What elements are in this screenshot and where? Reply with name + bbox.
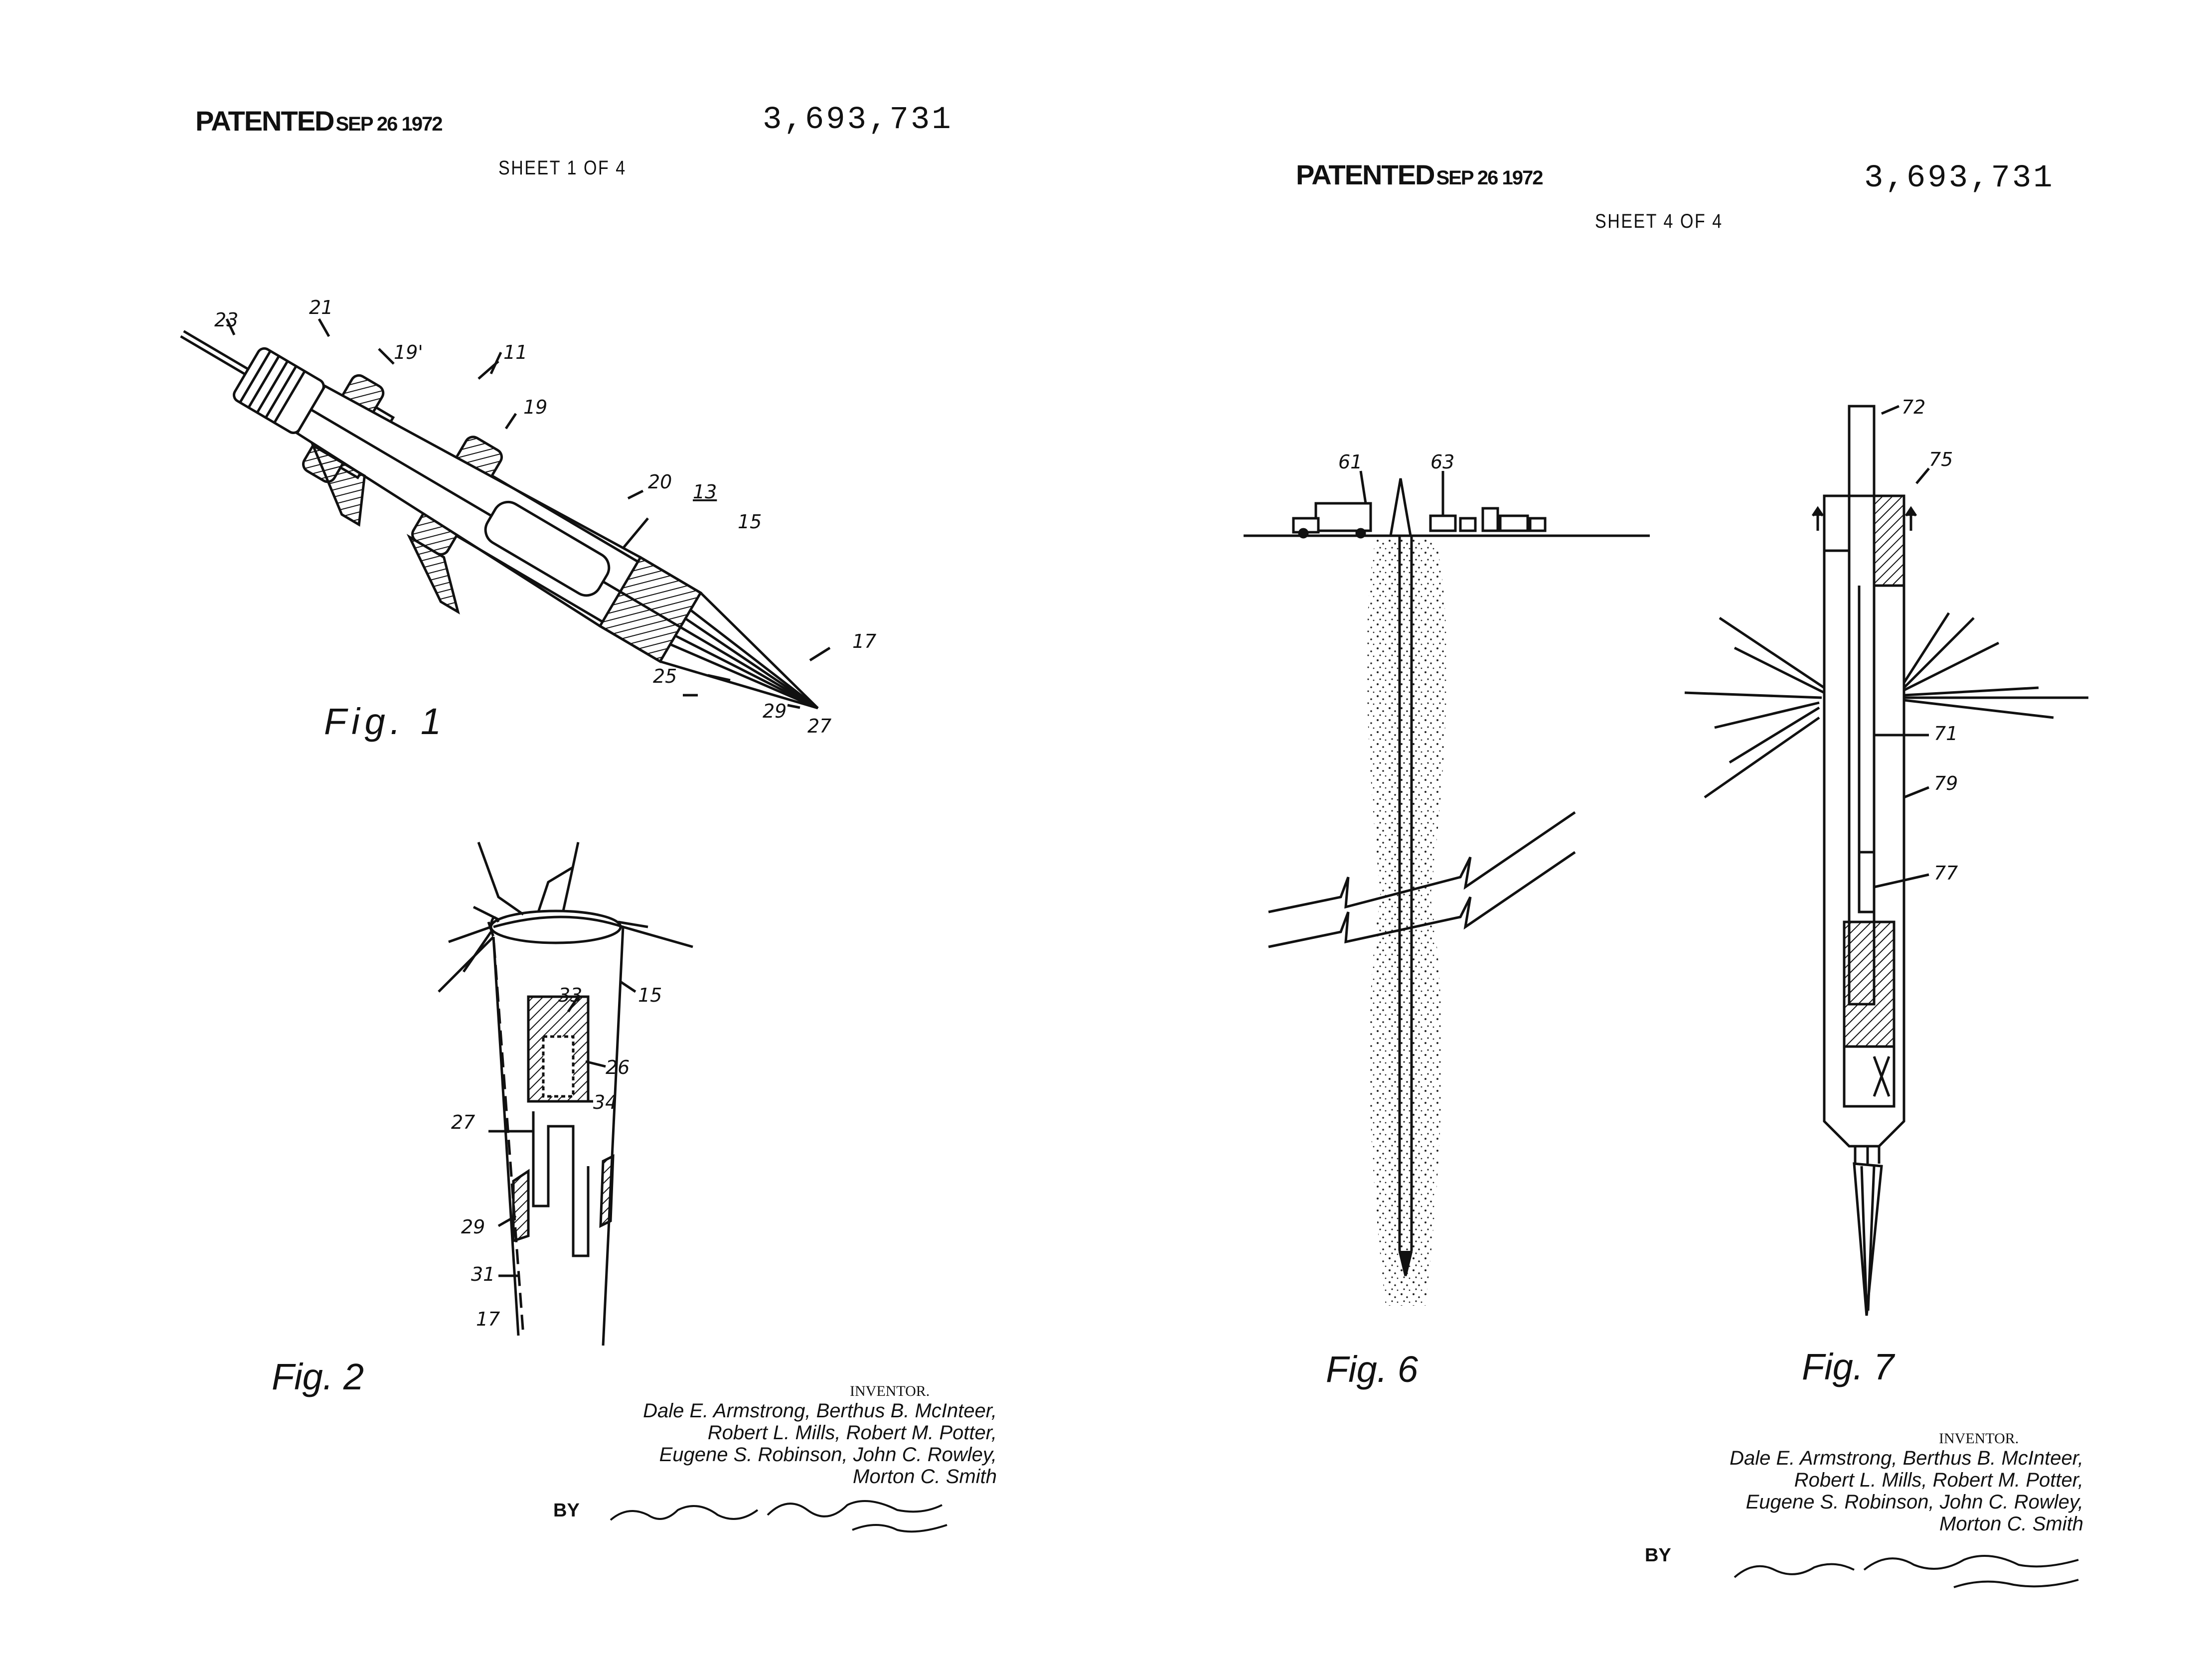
fig1-ref-17: 17 xyxy=(852,630,876,652)
fig6-drawing xyxy=(1244,470,1650,1306)
fig7-drawing xyxy=(1684,405,2088,1316)
fig7-ref-79: 79 xyxy=(1934,772,1958,794)
fig1-label: Fig. 1 xyxy=(324,701,447,742)
fig7-ref-72: 72 xyxy=(1901,396,1925,418)
fig1-ref-21: 21 xyxy=(309,297,333,318)
right-inventor-block: INVENTOR. Dale E. Armstrong, Berthus B. … xyxy=(1585,1430,2083,1535)
right-by-label: BY xyxy=(1645,1545,1671,1566)
fig1-ref-19: 19 xyxy=(523,396,547,418)
left-by-label: BY xyxy=(553,1500,580,1521)
fig7-ref-71: 71 xyxy=(1934,723,1958,745)
right-inventor-line-3: Eugene S. Robinson, John C. Rowley, xyxy=(1745,1491,2083,1513)
fig7-label: Fig. 7 xyxy=(1802,1346,1895,1387)
fig2-ref-17: 17 xyxy=(476,1308,500,1330)
left-inventor-line-2: Robert L. Mills, Robert M. Potter, xyxy=(707,1422,997,1444)
right-signature xyxy=(1734,1555,2079,1588)
fig7-ref-77: 77 xyxy=(1934,862,1958,884)
fig2-reference-numerals: 15 33 26 34 27 29 31 17 xyxy=(451,984,662,1330)
fig2-ref-29: 29 xyxy=(461,1216,485,1238)
fig1-ref-19prime: 19' xyxy=(394,341,423,363)
fig1-ref-29: 29 xyxy=(763,700,787,722)
fig6-reference-numerals: 61 63 xyxy=(1338,451,1454,473)
fig1-reference-numerals: 23 21 19' 11 19 20 13 15 17 25 29 27 xyxy=(214,297,876,737)
right-sheet-number: SHEET 4 OF 4 xyxy=(1595,210,1723,232)
fig2-ref-15: 15 xyxy=(638,984,662,1006)
fig2-ref-31: 31 xyxy=(471,1263,495,1285)
left-patent-date: SEP 26 1972 xyxy=(335,113,443,135)
left-inventor-line-4: Morton C. Smith xyxy=(853,1466,997,1488)
fig7-ref-75: 75 xyxy=(1929,449,1953,470)
left-patent-number: 3,693,731 xyxy=(763,102,953,138)
fig1-ref-25: 25 xyxy=(653,665,677,687)
left-inventor-line-3: Eugene S. Robinson, John C. Rowley, xyxy=(659,1444,997,1466)
fig6-label: Fig. 6 xyxy=(1326,1349,1419,1390)
fig1-ref-20: 20 xyxy=(648,471,672,493)
right-patent-number: 3,693,731 xyxy=(1864,160,2054,196)
right-inventor-names: Dale E. Armstrong, Berthus B. McInteer, … xyxy=(1585,1447,2083,1535)
right-inventor-heading: INVENTOR. xyxy=(1939,1430,2019,1447)
fig1-ref-13: 13 xyxy=(693,481,717,503)
fig1-ref-11: 11 xyxy=(503,341,527,363)
left-signature xyxy=(610,1500,948,1533)
left-inventor-names: Dale E. Armstrong, Berthus B. McInteer, … xyxy=(498,1400,997,1488)
right-inventor-line-1: Dale E. Armstrong, Berthus B. McInteer, xyxy=(1730,1447,2083,1469)
fig2-ref-26: 26 xyxy=(606,1056,630,1078)
fig1-drawing xyxy=(180,318,831,710)
fig1-ref-15: 15 xyxy=(738,511,762,533)
left-inventor-block: INVENTOR. Dale E. Armstrong, Berthus B. … xyxy=(498,1383,997,1488)
fig1-ref-27: 27 xyxy=(807,715,831,737)
left-inventor-heading: INVENTOR. xyxy=(850,1383,930,1399)
left-sheet-number: SHEET 1 OF 4 xyxy=(498,157,627,179)
fig6-ref-61: 61 xyxy=(1338,451,1362,473)
fig2-label: Fig. 2 xyxy=(272,1356,364,1397)
fig2-drawing xyxy=(438,842,693,1346)
right-inventor-line-4: Morton C. Smith xyxy=(1939,1513,2083,1535)
right-patent-date: SEP 26 1972 xyxy=(1436,167,1543,189)
fig6-ref-63: 63 xyxy=(1430,451,1454,473)
right-patented-word: PATENTED xyxy=(1296,159,1435,190)
fig1-ref-23: 23 xyxy=(214,309,238,331)
fig2-ref-34: 34 xyxy=(593,1091,617,1113)
left-patented-word: PATENTED xyxy=(195,105,334,137)
left-inventor-line-1: Dale E. Armstrong, Berthus B. McInteer, xyxy=(643,1400,997,1422)
fig2-ref-27: 27 xyxy=(451,1111,475,1133)
fig7-reference-numerals: 72 75 71 79 77 xyxy=(1901,396,1958,884)
fig2-ref-33: 33 xyxy=(558,984,582,1006)
right-inventor-line-2: Robert L. Mills, Robert M. Potter, xyxy=(1794,1469,2083,1491)
